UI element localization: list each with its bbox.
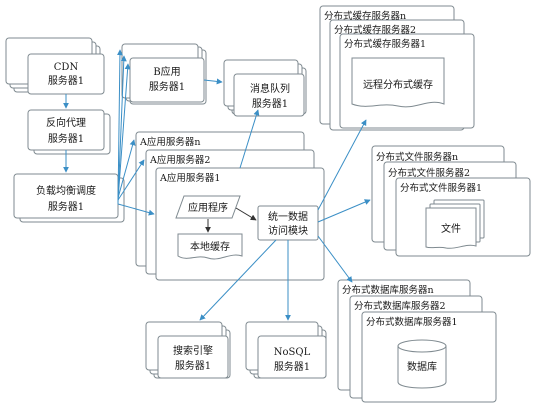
arrow-lb-to-app-a-2 xyxy=(117,159,145,201)
app-a-server-2-title: A应用服务器2 xyxy=(149,154,210,166)
search-engine-server: 搜索引擎 服务器1 xyxy=(145,321,231,379)
data-access-title: 统一数据 xyxy=(268,210,308,223)
app-b-server: B应用 服务器1 xyxy=(121,43,207,105)
nosql-subtitle: 服务器1 xyxy=(274,360,310,373)
arrow-data-access-to-file xyxy=(317,199,371,223)
cdn-title: CDN xyxy=(54,62,79,73)
load-balancer-subtitle: 服务器1 xyxy=(48,200,84,213)
file-label: 文件 xyxy=(441,222,461,235)
db-cluster: 分布式数据库服务器n 分布式数据库服务器2 分布式数据库服务器1 数据库 xyxy=(337,279,497,403)
connectors xyxy=(63,49,371,321)
cache-cluster: 分布式缓存服务器n 分布式缓存服务器2 分布式缓存服务器1 远程分布式缓存 xyxy=(319,5,475,131)
arrow-data-access-to-cache xyxy=(317,119,367,211)
app-a-cluster: A应用服务器n A应用服务器2 A应用服务器1 应用程序 本地缓存 统一数据 访… xyxy=(135,131,325,281)
application-program-shape xyxy=(175,195,241,219)
cache-server-1-title: 分布式缓存服务器1 xyxy=(344,38,426,50)
message-queue-server: 消息队列 服务器1 xyxy=(223,59,307,117)
arrow-data-access-to-db xyxy=(317,235,353,283)
search-engine-title: 搜索引擎 xyxy=(173,344,213,357)
local-cache-shape xyxy=(177,233,243,260)
search-engine-subtitle: 服务器1 xyxy=(175,359,211,372)
cache-server-n-title: 分布式缓存服务器n xyxy=(324,10,406,22)
remote-cache-label: 远程分布式缓存 xyxy=(363,78,433,91)
nosql-server: NoSQL 服务器1 xyxy=(245,321,327,379)
arrow-app-b-to-mq xyxy=(203,78,223,85)
message-queue-subtitle: 服务器1 xyxy=(252,97,288,110)
database-label: 数据库 xyxy=(407,360,437,373)
file-cluster: 分布式文件服务器n 分布式文件服务器2 分布式文件服务器1 文件 xyxy=(371,145,531,257)
reverse-proxy-server: 反向代理 服务器1 xyxy=(27,109,111,155)
cache-server-2-title: 分布式缓存服务器2 xyxy=(334,24,416,36)
arrow-data-access-to-search xyxy=(199,239,277,321)
message-queue-title: 消息队列 xyxy=(250,82,290,95)
arrow-lb-to-app-b-1 xyxy=(117,63,131,201)
arrow-app-a-to-mq xyxy=(239,109,260,169)
nosql-title: NoSQL xyxy=(274,347,311,358)
data-access-subtitle: 访问模块 xyxy=(268,224,308,237)
load-balancer-server: 负载均衡调度 服务器1 xyxy=(13,173,125,223)
db-server-2-title: 分布式数据库服务器2 xyxy=(354,300,446,312)
cdn-subtitle: 服务器1 xyxy=(48,74,84,87)
app-a-server-n-title: A应用服务器n xyxy=(139,136,200,148)
arrow-lb-to-app-a-n xyxy=(117,139,136,199)
arrow-lb-to-app-b-2 xyxy=(117,55,127,203)
remote-cache-shape xyxy=(351,57,445,108)
load-balancer-title: 负载均衡调度 xyxy=(36,184,96,197)
reverse-proxy-title: 反向代理 xyxy=(46,116,86,129)
database-icon xyxy=(397,339,447,389)
local-cache-label: 本地缓存 xyxy=(190,240,230,253)
application-program-label: 应用程序 xyxy=(188,201,228,214)
app-b-subtitle: 服务器1 xyxy=(149,80,185,93)
file-server-2-title: 分布式文件服务器2 xyxy=(388,167,470,179)
file-shape xyxy=(425,207,477,249)
arrow-lb-to-app-b-3 xyxy=(116,49,123,205)
app-b-title: B应用 xyxy=(153,65,180,78)
db-server-n-title: 分布式数据库服务器n xyxy=(342,284,434,296)
arrow-lb-to-app-a-1 xyxy=(117,203,155,216)
app-a-server-1-title: A应用服务器1 xyxy=(159,172,220,184)
arrow-program-to-data-access xyxy=(235,207,257,221)
cdn-server: CDN 服务器1 xyxy=(5,37,105,95)
file-server-n-title: 分布式文件服务器n xyxy=(376,151,458,163)
db-server-1-title: 分布式数据库服务器1 xyxy=(366,316,458,328)
reverse-proxy-subtitle: 服务器1 xyxy=(48,132,84,145)
file-server-1-title: 分布式文件服务器1 xyxy=(400,182,482,194)
